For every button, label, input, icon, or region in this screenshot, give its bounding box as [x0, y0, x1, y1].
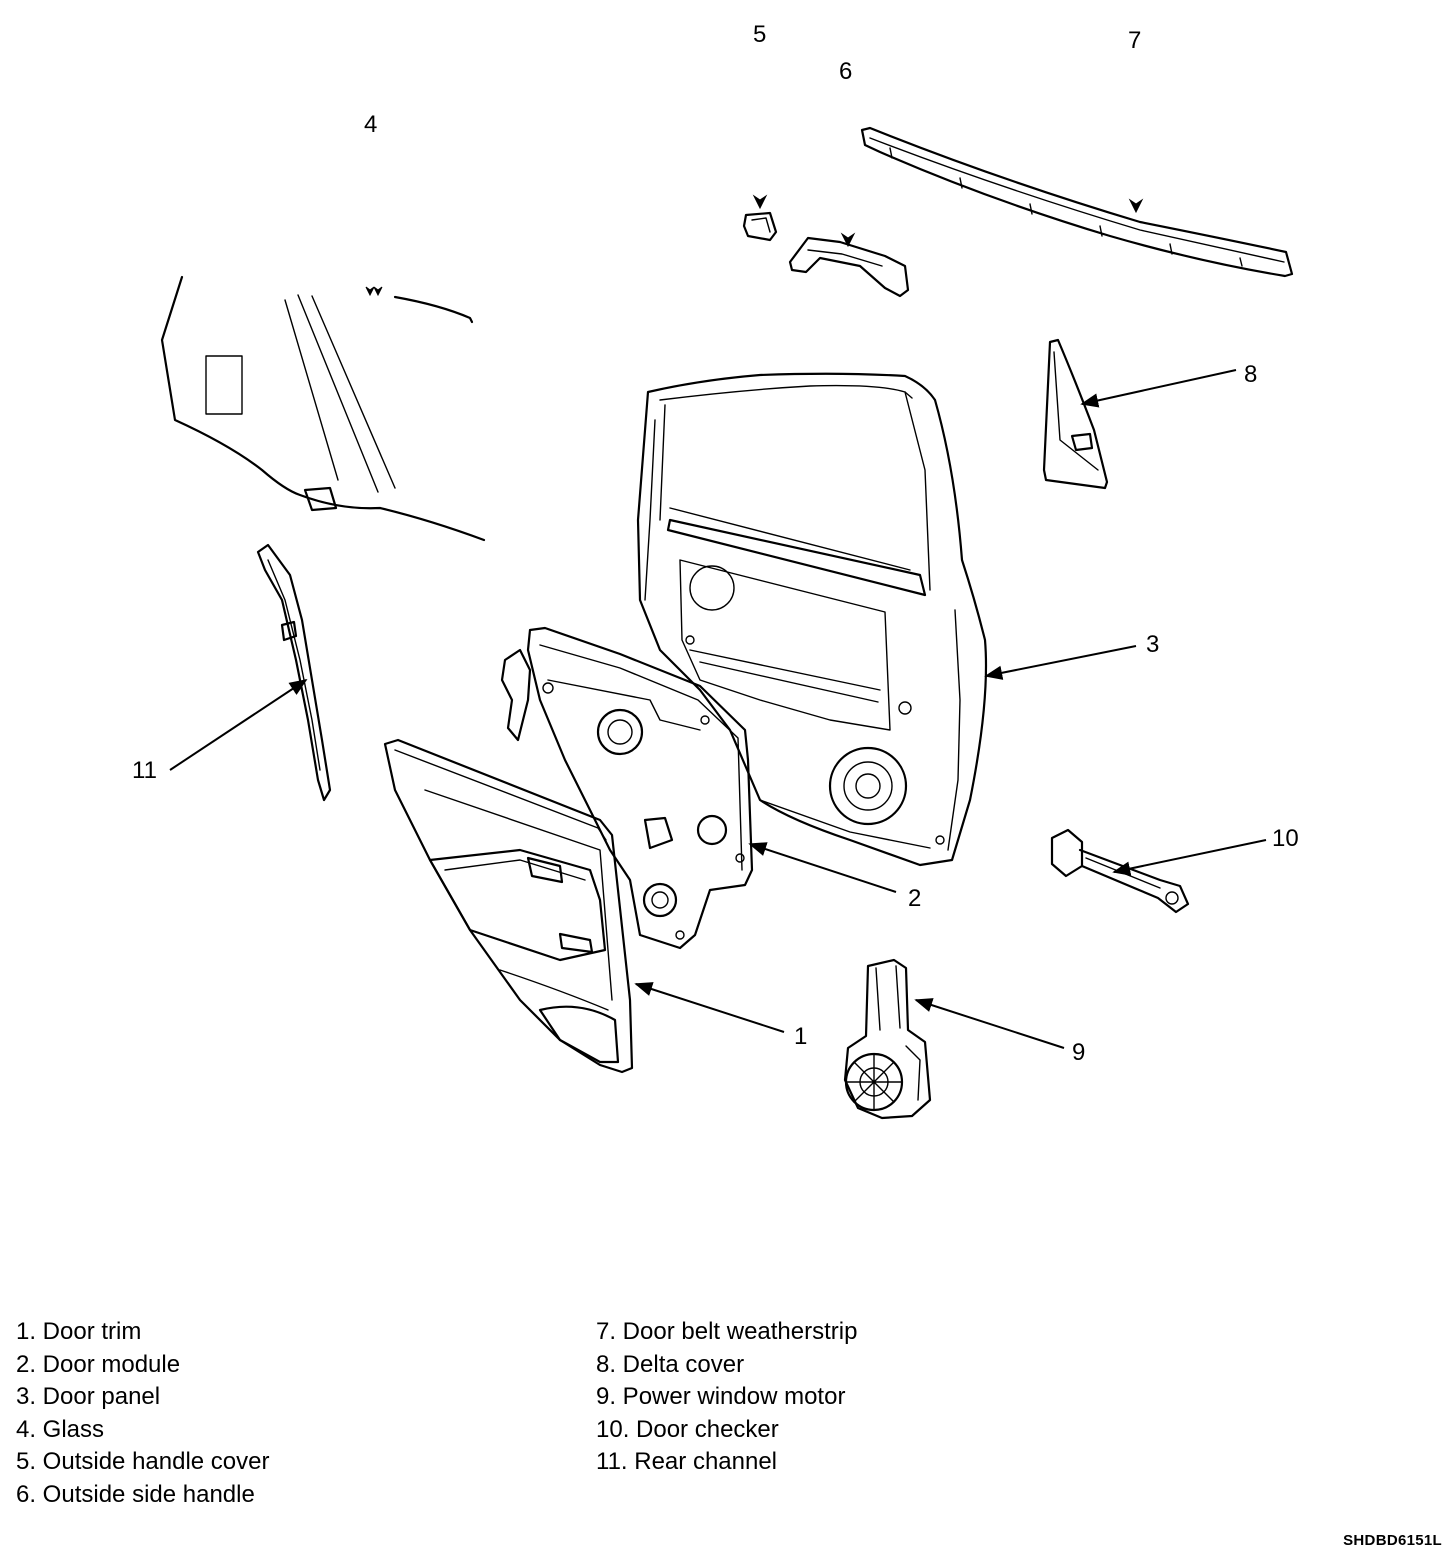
callout-3: 3	[1146, 631, 1159, 658]
callout-2: 2	[908, 885, 921, 912]
callout-4: 4	[364, 111, 377, 138]
legend-item: 3. Door panel	[16, 1383, 161, 1410]
leader-line-10	[1112, 839, 1267, 876]
door-trim-part	[383, 738, 634, 1074]
leader-line-8	[1080, 369, 1237, 408]
callout-11: 11	[132, 757, 157, 784]
power-window-motor-part	[843, 958, 932, 1120]
callout-6: 6	[839, 58, 852, 85]
glass-part	[160, 275, 486, 542]
legend-item: 7. Door belt weatherstrip	[596, 1318, 858, 1345]
reference-code: SHDBD6151L	[1343, 1532, 1442, 1549]
leader-line-3	[984, 645, 1137, 680]
legend-item: 4. Glass	[16, 1415, 105, 1443]
legend-item: 2. Door module	[16, 1350, 181, 1378]
callout-10: 10	[1272, 825, 1299, 852]
callout-5: 5	[753, 21, 766, 48]
legend-item: 8. Delta cover	[596, 1350, 745, 1378]
leader-line-9	[914, 998, 1065, 1049]
legend-right-column: 7. Door belt weatherstrip 8. Delta cover…	[596, 1316, 857, 1479]
outside-side-handle-part	[788, 232, 910, 298]
leader-line-2	[748, 842, 897, 893]
rear-channel-part	[256, 543, 332, 802]
exploded-door-diagram: 1 2 3 4 5 6 7 8 9 10 11	[132, 21, 1299, 1120]
legend-left-column: 1. Door trim 2. Door module 3. Door pane…	[16, 1316, 270, 1511]
door-belt-weatherstrip-part	[860, 126, 1294, 278]
callout-1: 1	[794, 1023, 807, 1050]
legend-item: 9. Power window motor	[596, 1383, 846, 1410]
delta-cover-part	[1042, 338, 1109, 490]
door-module-part	[500, 626, 754, 950]
legend-item: 1. Door trim	[16, 1318, 142, 1345]
legend-item: 6. Outside side handle	[16, 1480, 255, 1508]
legend-item: 10. Door checker	[596, 1415, 779, 1443]
legend-item: 11. Rear channel	[596, 1448, 778, 1475]
leader-line-11	[169, 679, 308, 771]
door-panel-part	[636, 372, 988, 867]
callout-8: 8	[1244, 361, 1257, 388]
callout-9: 9	[1072, 1039, 1085, 1066]
outside-handle-cover-part	[742, 194, 778, 242]
callout-7: 7	[1128, 27, 1141, 54]
leader-line-1	[634, 982, 785, 1033]
legend-item: 5. Outside handle cover	[16, 1448, 270, 1475]
